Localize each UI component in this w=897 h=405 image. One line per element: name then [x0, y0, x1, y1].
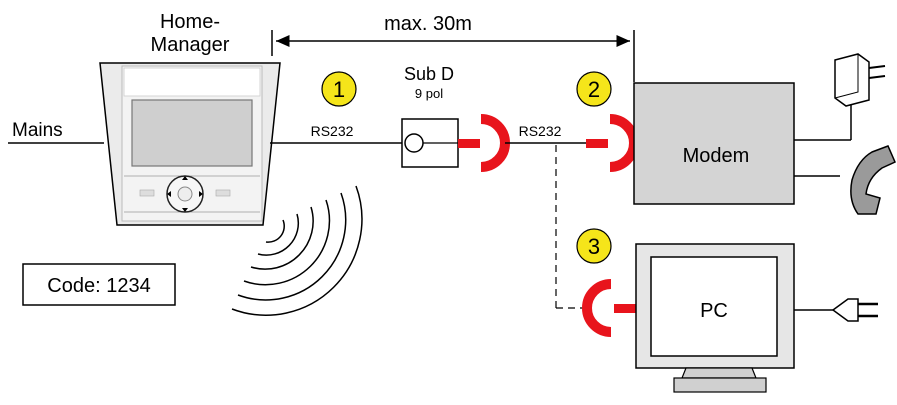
red-connector-socket	[480, 114, 510, 172]
subd-pins-label: 9 pol	[415, 86, 443, 101]
step-badge-1: 1	[321, 71, 357, 107]
distance-label: max. 30m	[384, 13, 472, 35]
mains-label: Mains	[12, 120, 63, 141]
svg-text:3: 3	[588, 234, 600, 259]
display-screen	[131, 99, 253, 167]
power-plug-icon	[831, 298, 878, 322]
home-manager-label-2: Manager	[151, 34, 230, 56]
pc-monitor	[635, 243, 795, 393]
code-box	[22, 263, 176, 306]
code-label: Code: 1234	[47, 275, 150, 297]
telephone-handset-icon	[850, 145, 896, 215]
wireless-signal-icon	[231, 185, 363, 316]
power-adapter-icon	[834, 53, 886, 107]
pc-red-connector	[582, 279, 612, 337]
pc-label: PC	[700, 300, 728, 322]
home-manager-label-1: Home-	[160, 11, 220, 33]
svg-text:2: 2	[588, 77, 600, 102]
rs232-label-left: RS232	[311, 123, 354, 139]
step-badge-2: 2	[576, 71, 612, 107]
step-badge-3: 3	[576, 228, 612, 264]
red-connector-plug	[458, 139, 480, 148]
rs232-label-right: RS232	[519, 123, 562, 139]
modem-box	[633, 82, 795, 205]
home-manager-device	[99, 62, 281, 226]
svg-text:1: 1	[333, 77, 345, 102]
modem-label: Modem	[683, 145, 750, 167]
subd-label: Sub D	[404, 64, 454, 84]
